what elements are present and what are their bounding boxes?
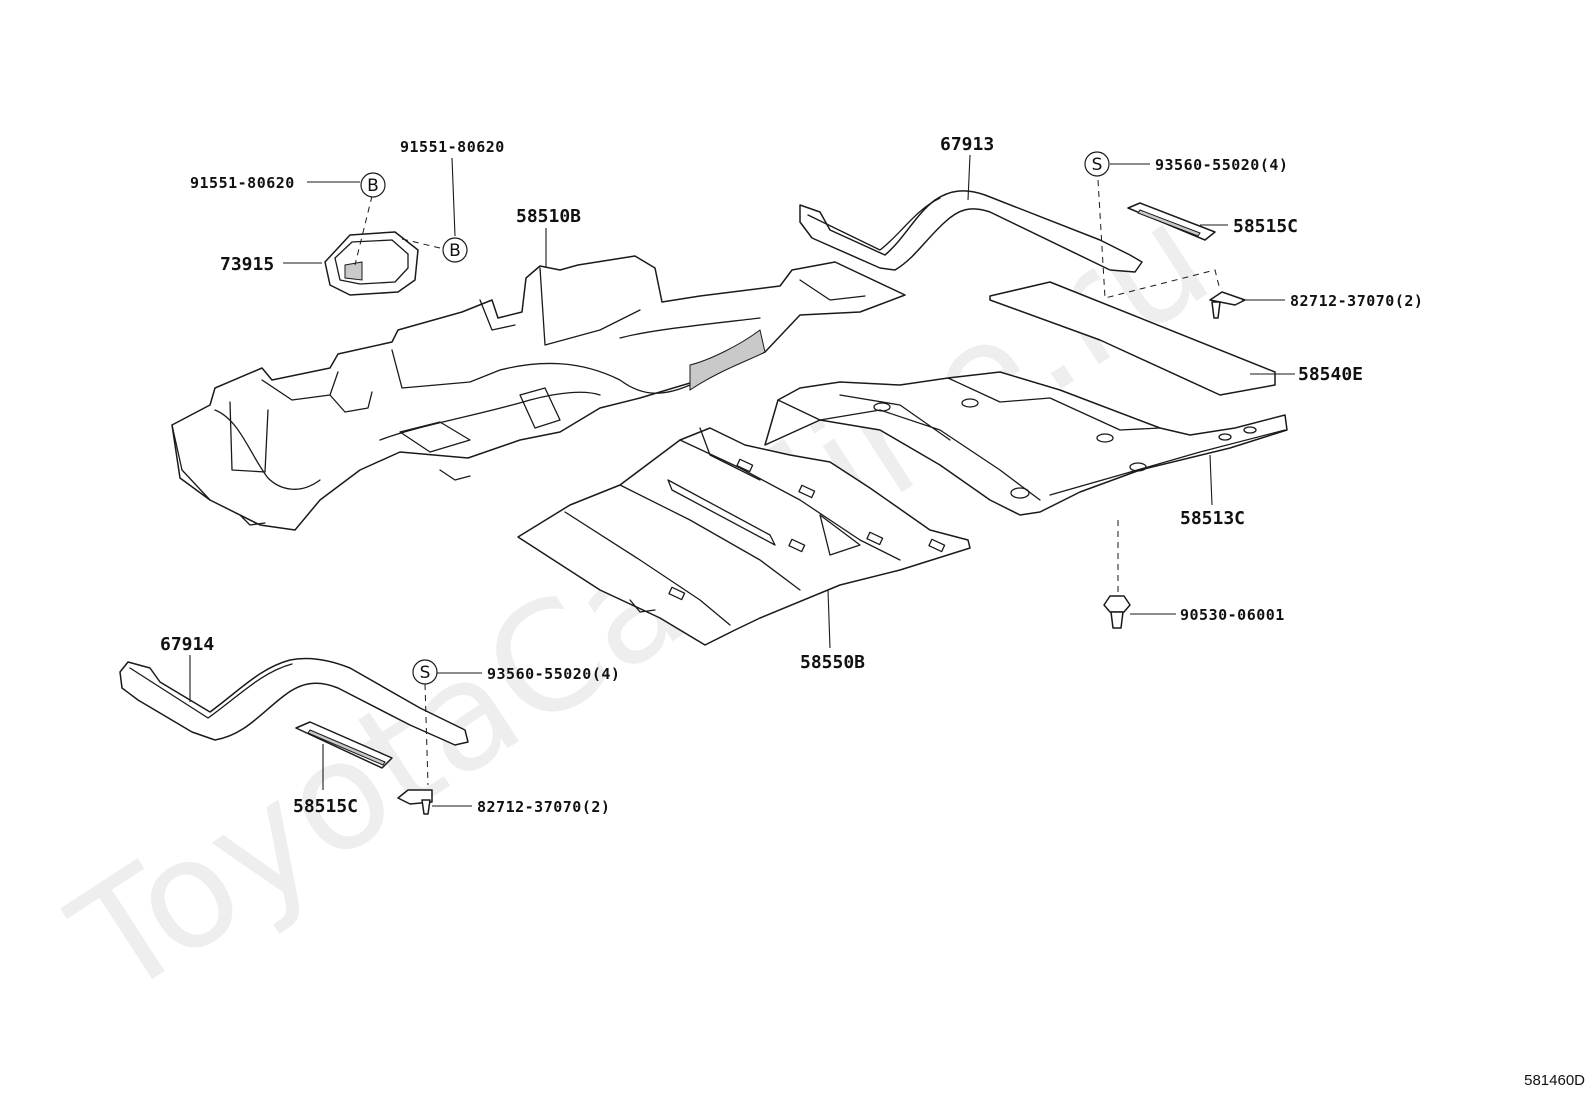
part-73915-console-box[interactable] bbox=[324, 231, 419, 296]
callout-93560-55020-bottom[interactable]: 93560-55020(4) bbox=[487, 665, 620, 683]
callout-58510b[interactable]: 58510B bbox=[516, 206, 581, 227]
dash-s2 bbox=[424, 683, 429, 786]
callout-67914[interactable]: 67914 bbox=[160, 634, 214, 655]
callout-91551-80620-top[interactable]: 91551-80620 bbox=[400, 138, 505, 156]
callout-82712-37070-top[interactable]: 82712-37070(2) bbox=[1290, 292, 1423, 310]
part-58513c-rear-floor[interactable] bbox=[764, 371, 1288, 516]
svg-text:B: B bbox=[367, 176, 379, 196]
svg-text:S: S bbox=[420, 663, 431, 683]
marker-b1: B bbox=[360, 172, 386, 198]
callout-91551-80620-left[interactable]: 91551-80620 bbox=[190, 174, 295, 192]
part-58550b-center-floor[interactable] bbox=[517, 427, 971, 646]
callout-93560-55020-top[interactable]: 93560-55020(4) bbox=[1155, 156, 1288, 174]
part-58510b-front-carpet[interactable] bbox=[171, 255, 906, 531]
bolt-90530-icon bbox=[1103, 595, 1131, 629]
callout-73915[interactable]: 73915 bbox=[220, 254, 274, 275]
svg-text:S: S bbox=[1092, 155, 1103, 175]
diagram-code: 581460D bbox=[1524, 1072, 1585, 1089]
clip-82712-bottom-icon bbox=[397, 789, 433, 815]
part-67913-side-rail[interactable] bbox=[799, 190, 1143, 273]
callout-58515c-top[interactable]: 58515C bbox=[1233, 216, 1298, 237]
marker-b2: B bbox=[442, 237, 468, 263]
leader-lines bbox=[189, 154, 1295, 807]
callout-82712-37070-bottom[interactable]: 82712-37070(2) bbox=[477, 798, 610, 816]
callout-58540e[interactable]: 58540E bbox=[1298, 364, 1363, 385]
dash-b1 bbox=[354, 195, 373, 266]
dash-s1 bbox=[1097, 179, 1221, 299]
svg-text:B: B bbox=[449, 241, 461, 261]
callout-58515c-bottom[interactable]: 58515C bbox=[293, 796, 358, 817]
callout-58550b[interactable]: 58550B bbox=[800, 652, 865, 673]
part-58540e-rear-sheet[interactable] bbox=[989, 281, 1276, 396]
marker-s2: S bbox=[412, 659, 438, 685]
dash-b2 bbox=[397, 237, 441, 249]
part-58515c-bottom-plate[interactable] bbox=[295, 721, 393, 769]
callout-67913[interactable]: 67913 bbox=[940, 134, 994, 155]
marker-s1: S bbox=[1084, 151, 1110, 177]
callout-58513c[interactable]: 58513C bbox=[1180, 508, 1245, 529]
part-58515c-top-plate[interactable] bbox=[1127, 202, 1216, 241]
part-67914-side-rail[interactable] bbox=[119, 657, 469, 746]
callout-90530-06001[interactable]: 90530-06001 bbox=[1180, 606, 1285, 624]
